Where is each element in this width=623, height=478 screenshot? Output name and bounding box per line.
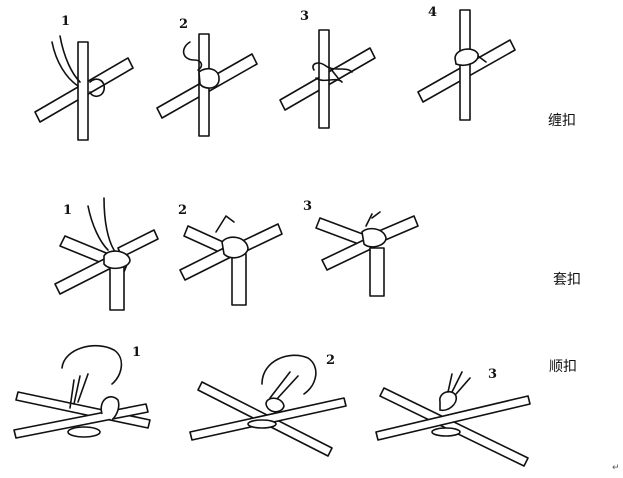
- rope-wrap: [198, 67, 220, 89]
- step-number: 1: [132, 345, 141, 360]
- rope-base: [247, 419, 277, 429]
- rod-b: [375, 395, 531, 441]
- step-number: 4: [428, 5, 437, 20]
- rod-a: [379, 387, 529, 467]
- step-number: 1: [63, 203, 72, 218]
- step-number: 2: [326, 353, 335, 368]
- vertical-rod: [318, 29, 330, 129]
- rope-strands: [69, 373, 89, 409]
- rope-collar: [361, 227, 387, 248]
- rope-wrap: [89, 78, 106, 98]
- rope-collar: [221, 236, 249, 259]
- row-3-step-3: 3: [375, 367, 531, 467]
- rope-strands: [447, 371, 471, 395]
- rope-tail: [182, 41, 203, 71]
- down-rod: [369, 247, 385, 297]
- caption-chan-kou: 缠扣: [548, 112, 576, 129]
- step-number: 3: [488, 367, 497, 382]
- rope-base: [431, 427, 461, 437]
- rope-end: [365, 211, 381, 227]
- row-2-step-3: 3: [303, 199, 419, 297]
- rope-loop: [61, 344, 123, 385]
- rope-end: [329, 67, 339, 79]
- row-2-step-1: 1: [54, 197, 159, 311]
- row-1-step-2: 2: [156, 17, 258, 137]
- rope-wrap: [454, 48, 479, 67]
- row-1-step-4: 4: [417, 5, 516, 121]
- caption-shun-kou: 顺扣: [549, 359, 577, 375]
- rope-end: [477, 55, 487, 63]
- rope-knot: [265, 397, 285, 413]
- step-number: 1: [61, 14, 70, 29]
- rope-strand: [51, 41, 79, 87]
- step-number: 2: [179, 17, 188, 32]
- rope-end: [215, 215, 235, 233]
- paragraph-mark: ↵: [612, 463, 620, 473]
- rope-collar: [103, 250, 131, 270]
- row-3-step-2: 2: [189, 353, 347, 457]
- step-number: 3: [303, 199, 312, 214]
- rope-knot: [439, 390, 458, 412]
- row-1-step-1: 1: [34, 14, 134, 141]
- rod-b: [189, 397, 347, 441]
- down-rod: [109, 263, 125, 311]
- step-number: 3: [300, 9, 309, 24]
- caption-tao-kou: 套扣: [553, 272, 581, 288]
- vertical-rod: [77, 41, 89, 141]
- down-rod: [231, 253, 247, 306]
- row-1-step-3: 3: [279, 9, 376, 129]
- rope-wrap: [315, 77, 343, 83]
- row-3-step-1: 1: [13, 344, 151, 439]
- step-number: 2: [178, 203, 187, 218]
- rope-strand: [103, 197, 115, 251]
- rope-loop-upright: [100, 396, 120, 421]
- row-2-step-2: 2: [178, 203, 283, 306]
- rope-base: [67, 426, 101, 438]
- rope-strands: [269, 371, 299, 401]
- rope-strand: [59, 35, 81, 83]
- rope-loop: [261, 354, 317, 395]
- rope-wrap: [312, 62, 353, 73]
- rope-strand: [87, 205, 109, 251]
